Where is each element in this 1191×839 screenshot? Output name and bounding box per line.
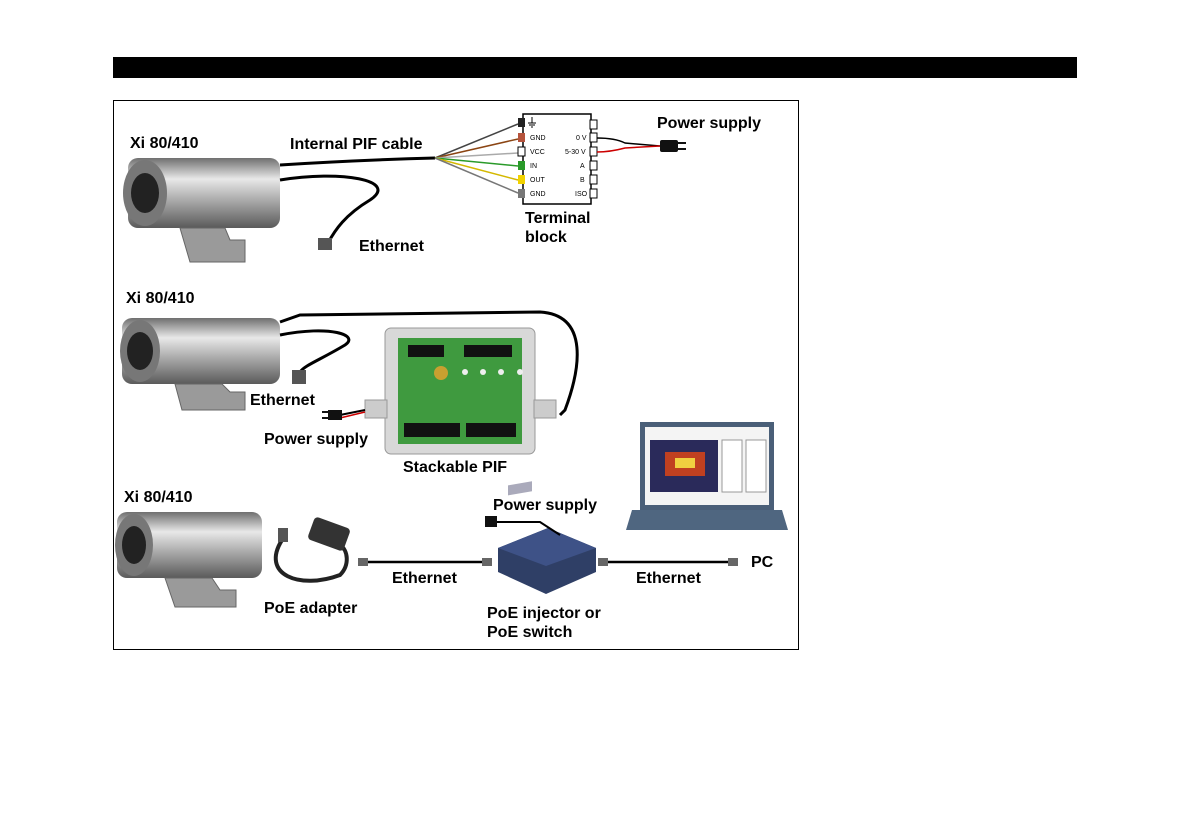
ethernet-plug-2	[292, 370, 306, 384]
camera-3-label: Xi 80/410	[124, 488, 193, 507]
poe-adapter-label: PoE adapter	[264, 599, 357, 618]
terminal-pin-left: IN	[530, 163, 537, 171]
stackable-pif-label: Stackable PIF	[403, 458, 507, 477]
pif-cable-1	[280, 158, 435, 165]
terminal-label-line2: block	[525, 228, 567, 247]
poe-injector-label-line2: PoE switch	[487, 623, 572, 642]
poe-adapter	[276, 516, 351, 581]
camera-2-label: Xi 80/410	[126, 289, 195, 308]
pc-label: PC	[751, 553, 773, 572]
ethernet-plug-1	[318, 238, 332, 250]
pif-wires	[435, 124, 518, 193]
terminal-pin-right: 0 V	[576, 135, 587, 143]
power-plug-1	[660, 140, 678, 152]
camera-3	[115, 512, 262, 607]
terminal-pin-left: VCC	[530, 149, 545, 157]
ethernet-4-label: Ethernet	[636, 569, 701, 588]
ethernet-cable-2	[280, 331, 349, 372]
power-supply-1-label: Power supply	[657, 114, 761, 133]
terminal-label-line1: Terminal	[525, 209, 591, 228]
camera-1	[123, 158, 280, 262]
poe-injector-label-line1: PoE injector or	[487, 604, 601, 623]
stackable-pif-box	[365, 328, 556, 454]
power-plug-2	[328, 410, 342, 420]
ethernet-cable-1	[280, 176, 378, 243]
terminal-pin-left: GND	[530, 191, 546, 199]
power-wire-red	[597, 146, 660, 152]
power-supply-2-label: Power supply	[264, 430, 368, 449]
ethernet-2-label: Ethernet	[250, 391, 315, 410]
camera-1-label: Xi 80/410	[130, 134, 199, 153]
terminal-pin-right: ISO	[575, 191, 587, 199]
ethernet-1-label: Ethernet	[359, 237, 424, 256]
terminal-pin-left: OUT	[530, 177, 545, 185]
terminal-pin-right: B	[580, 177, 585, 185]
ethernet-3-label: Ethernet	[392, 569, 457, 588]
laptop	[626, 422, 788, 530]
terminal-pin-left: GND	[530, 135, 546, 143]
terminal-pin-right: A	[580, 163, 585, 171]
terminal-pin-right: 5-30 V	[565, 149, 586, 157]
power-wire-black	[597, 138, 660, 146]
power-supply-3-label: Power supply	[493, 496, 597, 515]
pif-cable-label: Internal PIF cable	[290, 135, 422, 154]
power-plug-3	[485, 516, 497, 527]
